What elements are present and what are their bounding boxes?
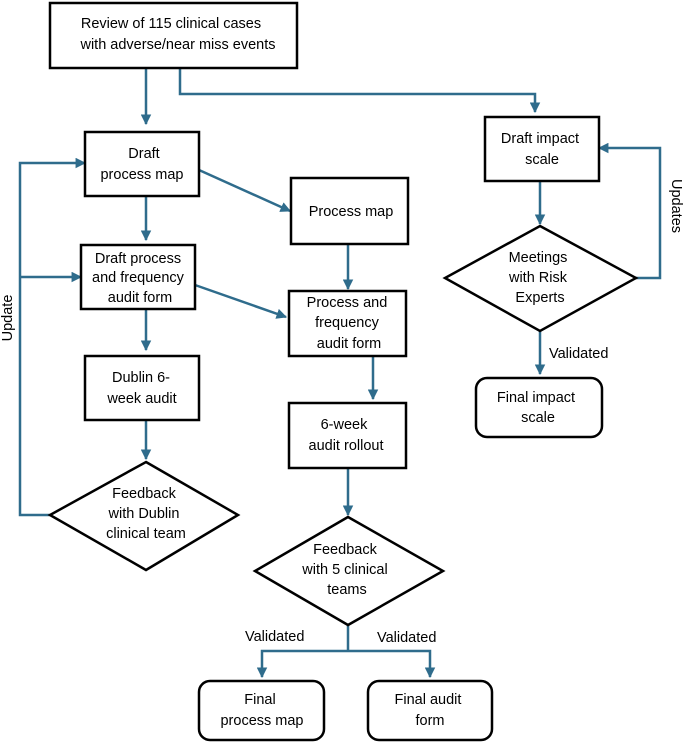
feedback-dublin-line-1: Feedback (112, 486, 176, 502)
connector-to-final-process-map (256, 649, 348, 679)
meetings-line-3: Experts (515, 290, 564, 306)
meetings-diamond (442, 224, 639, 333)
final-process-map-text: Final process map (220, 692, 303, 729)
review-line-1: Review of 115 clinical cases (81, 16, 261, 32)
connector-review-to-impact (178, 68, 541, 114)
node-process-map: Process map (289, 176, 410, 246)
connector-to-final-audit-form (348, 649, 436, 679)
node-draft-process-map: Draft process map (83, 130, 201, 198)
draft-impact-text: Draft impact scale (501, 131, 583, 168)
draft-impact-line-2: scale (525, 152, 559, 168)
feedback-dublin-line-3: clinical team (106, 526, 186, 542)
draft-audit-form-line-2: and frequency (92, 270, 185, 286)
node-feedback-5: Feedback with 5 clinical teams (252, 515, 446, 627)
connector-draft-form-to-audit-form (194, 283, 287, 319)
review-text: Review of 115 clinical cases with advers… (79, 16, 275, 53)
audit-form-line-2: frequency (315, 315, 379, 331)
validated-left-label: Validated (245, 629, 304, 645)
node-audit-form: Process and frequency audit form (287, 289, 408, 358)
audit-form-line-3: audit form (317, 336, 381, 352)
node-draft-impact: Draft impact scale (483, 115, 601, 183)
final-process-map-line-2: process map (220, 713, 303, 729)
node-feedback-dublin: Feedback with Dublin clinical team (47, 460, 241, 572)
final-audit-form-box (366, 679, 494, 742)
rollout-text: 6-week audit rollout (309, 417, 384, 454)
validated-impact-label: Validated (549, 346, 608, 362)
feedback-dublin-text: Feedback with Dublin clinical team (106, 486, 186, 542)
meetings-line-1: Meetings (509, 250, 568, 266)
process-map-box (289, 176, 410, 246)
review-box (48, 1, 299, 70)
connector-updates-loop (597, 142, 662, 280)
final-impact-box (474, 376, 604, 439)
draft-impact-line-1: Draft impact (501, 131, 579, 147)
process-map-text: Process map (309, 204, 394, 220)
draft-audit-form-line-1: Draft process (95, 251, 181, 267)
node-meetings: Meetings with Risk Experts (442, 224, 639, 333)
validated-right-label: Validated (377, 630, 436, 646)
audit-form-line-1: Process and (307, 295, 388, 311)
final-audit-form-line-2: form (416, 713, 445, 729)
update-label: Update (0, 295, 16, 342)
node-rollout: 6-week audit rollout (287, 401, 408, 470)
draft-audit-form-box (79, 243, 197, 311)
review-line-2: with adverse/near miss events (79, 37, 275, 53)
draft-impact-box (483, 115, 601, 183)
node-dublin-audit: Dublin 6- week audit (83, 354, 201, 422)
final-audit-form-text: Final audit form (395, 692, 466, 729)
dublin-audit-box (83, 354, 201, 422)
dublin-audit-text: Dublin 6- week audit (106, 370, 176, 407)
node-final-audit-form: Final audit form (366, 679, 494, 742)
node-review: Review of 115 clinical cases with advers… (48, 1, 299, 70)
connector-draft-map-to-process-map (198, 168, 291, 213)
draft-process-map-line-2: process map (100, 167, 183, 183)
node-final-process-map: Final process map (197, 679, 326, 742)
feedback-5-text: Feedback with 5 clinical teams (301, 542, 391, 598)
process-map-line-1: Process map (309, 204, 394, 220)
draft-process-map-text: Draft process map (100, 146, 183, 183)
feedback-5-diamond (252, 515, 446, 627)
meetings-text: Meetings with Risk Experts (508, 250, 571, 306)
draft-audit-form-line-3: audit form (108, 290, 172, 306)
final-process-map-line-1: Final (244, 692, 275, 708)
feedback-5-line-2: with 5 clinical (301, 562, 387, 578)
rollout-line-1: 6-week (321, 417, 368, 433)
draft-process-map-box (83, 130, 201, 198)
final-impact-line-2: scale (521, 410, 555, 426)
final-process-map-box (197, 679, 326, 742)
rollout-line-2: audit rollout (309, 438, 384, 454)
node-final-impact: Final impact scale (474, 376, 604, 439)
node-draft-audit-form: Draft process and frequency audit form (79, 243, 197, 311)
feedback-5-line-1: Feedback (313, 542, 377, 558)
final-audit-form-line-1: Final audit (395, 692, 462, 708)
dublin-audit-line-2: week audit (106, 391, 176, 407)
draft-process-map-line-1: Draft (128, 146, 159, 162)
audit-form-text: Process and frequency audit form (307, 295, 392, 352)
feedback-dublin-diamond (47, 460, 241, 572)
connectors (18, 68, 662, 679)
dublin-audit-line-1: Dublin 6- (112, 370, 170, 386)
feedback-5-line-3: teams (327, 582, 367, 598)
audit-form-box (287, 289, 408, 358)
feedback-dublin-line-2: with Dublin (108, 506, 180, 522)
updates-label: Updates (668, 179, 684, 233)
rollout-box (287, 401, 408, 470)
meetings-line-2: with Risk (508, 270, 568, 286)
final-impact-text: Final impact scale (497, 390, 579, 426)
draft-audit-form-text: Draft process and frequency audit form (92, 251, 188, 306)
connector-update-loop (18, 157, 87, 517)
final-impact-line-1: Final impact (497, 390, 575, 406)
